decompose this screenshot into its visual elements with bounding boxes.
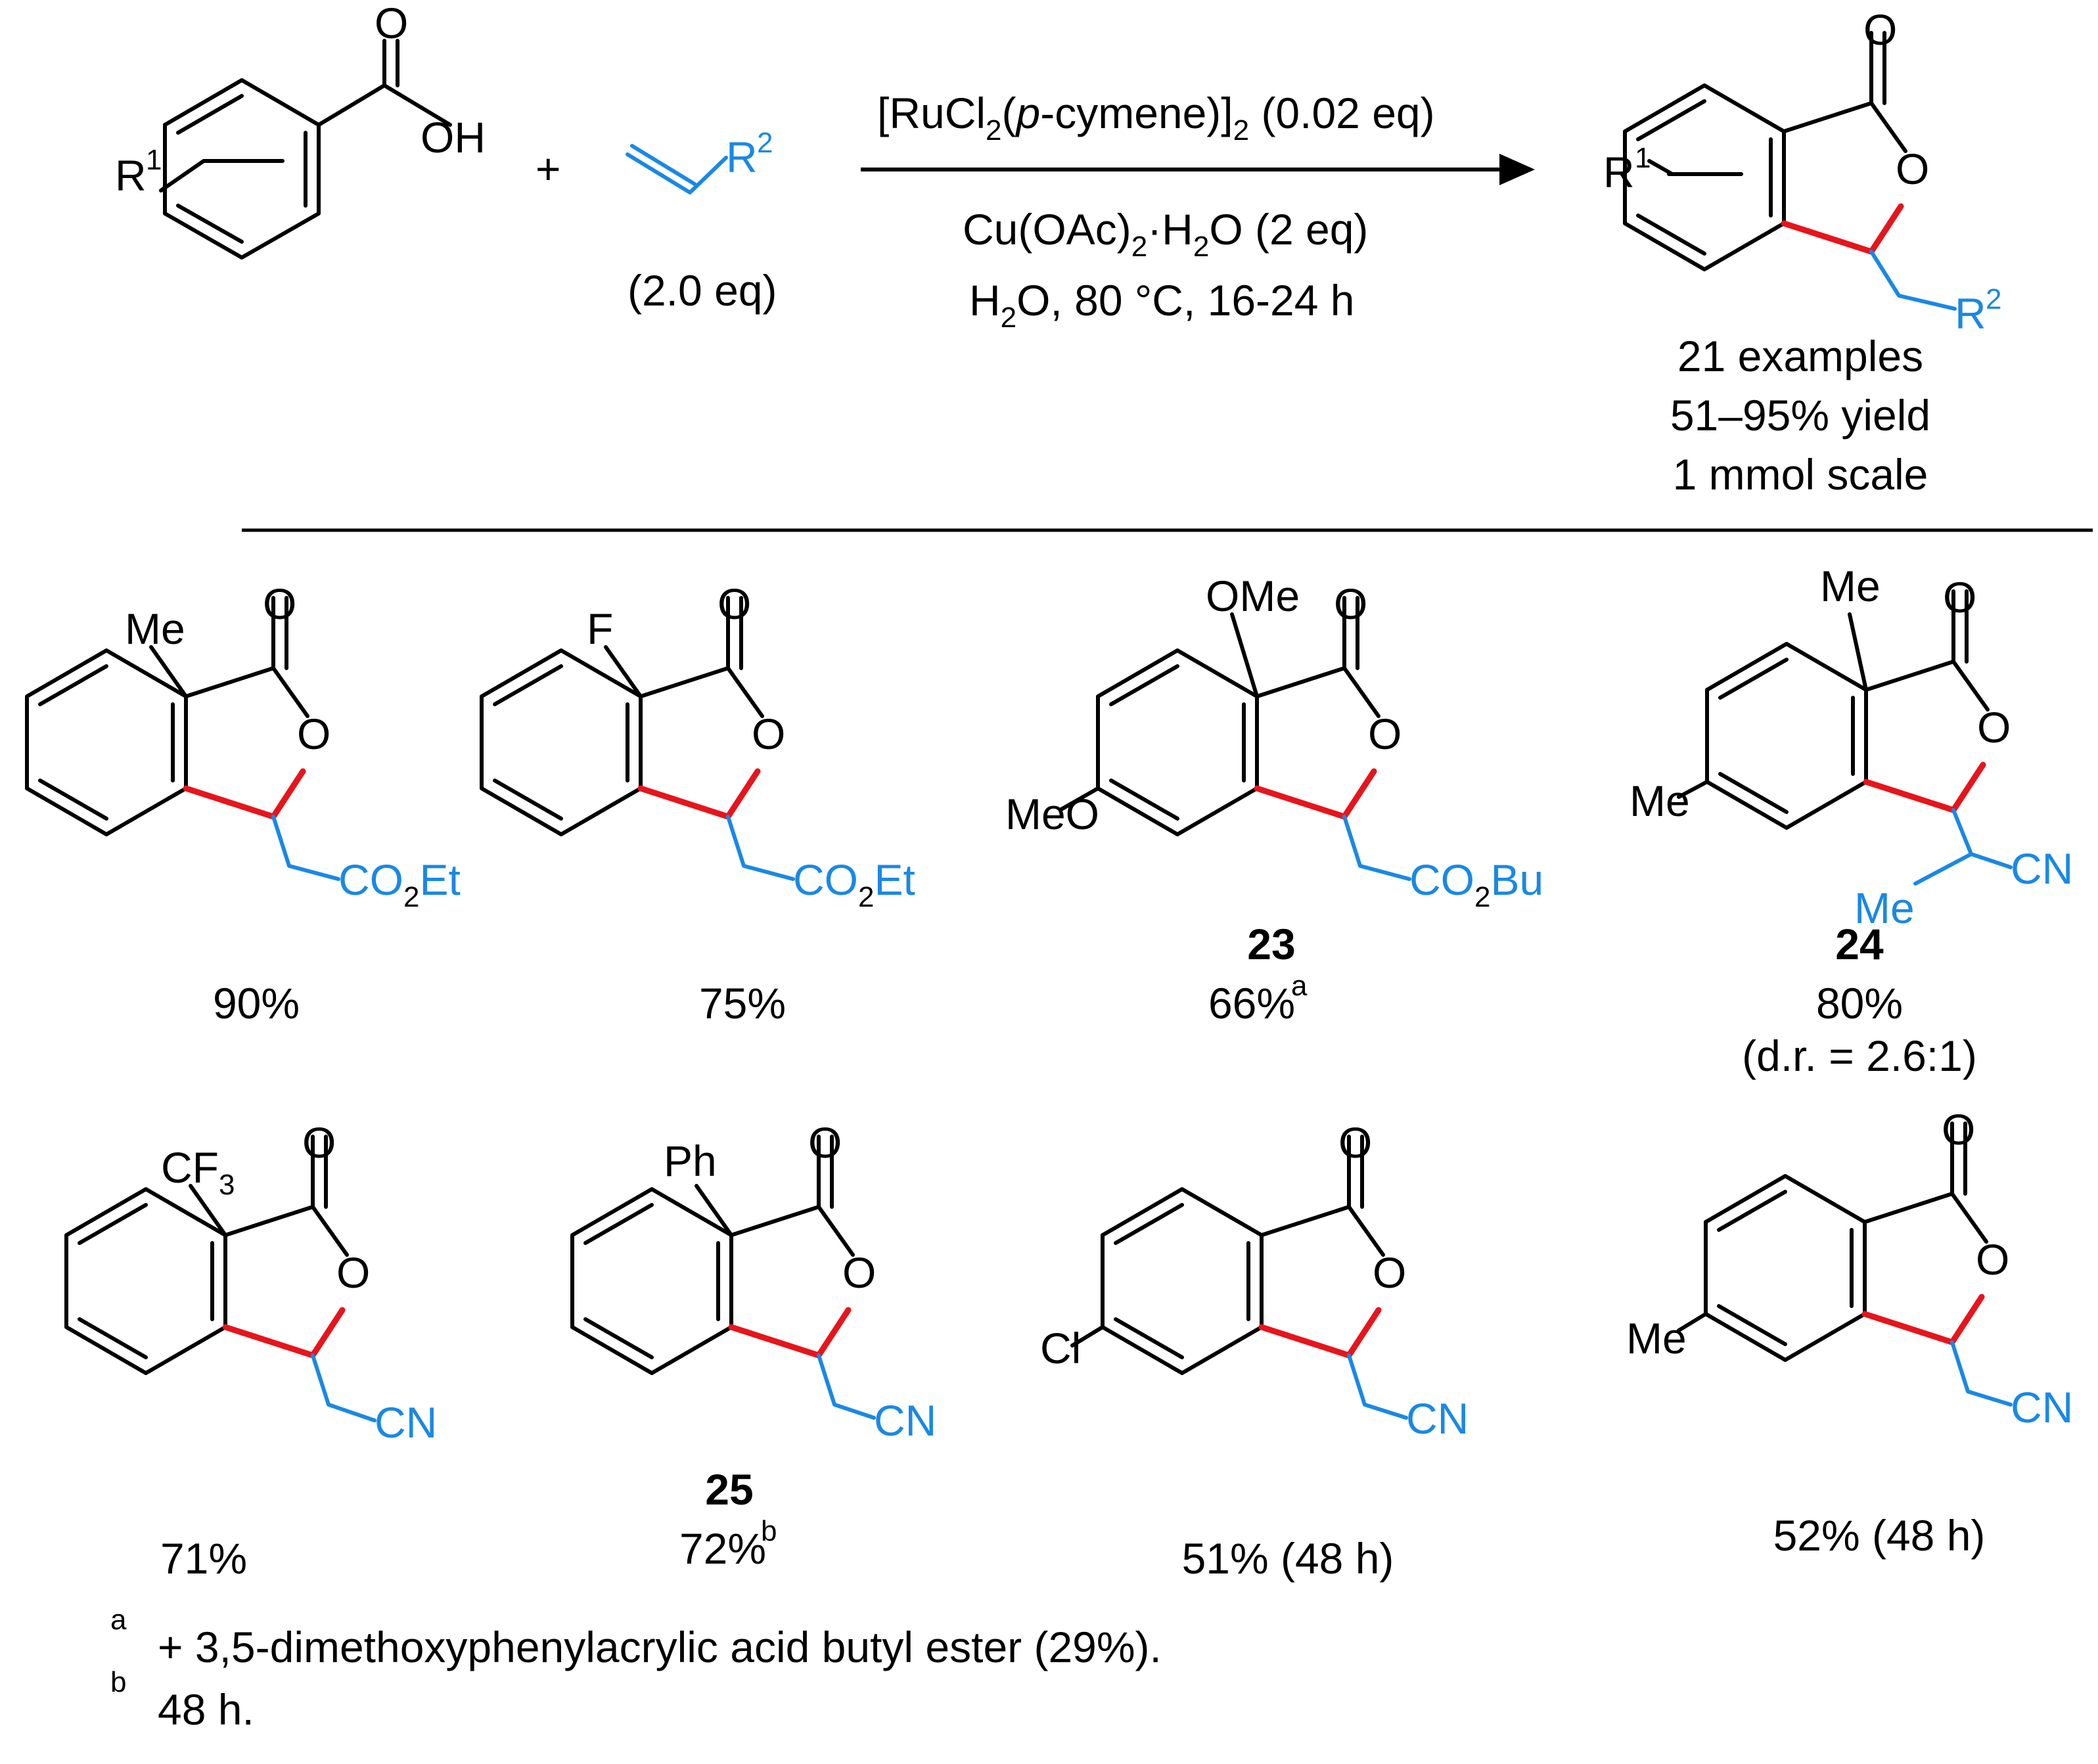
product-8-carbonyl-o: O: [1942, 1105, 1975, 1154]
product-23-structure: OMe MeO O O CO2Bu 23 66% a: [1005, 572, 1543, 1028]
product-23-footnote-mark: a: [1291, 970, 1308, 1002]
product-8-ring-o: O: [1976, 1235, 2009, 1284]
footnote-a-mark: a: [110, 1604, 127, 1636]
product-7-yield: 51% (48 h): [1182, 1534, 1394, 1583]
product-25-ring-o: O: [842, 1248, 876, 1297]
product-r2-sup: 2: [1986, 283, 2001, 315]
product-7-side-chain: CN: [1406, 1394, 1469, 1443]
product-23-side-chain: CO2Bu: [1409, 855, 1543, 913]
product-8-yield: 52% (48 h): [1773, 1511, 1986, 1560]
acid-r1-sup: 1: [146, 144, 162, 176]
product-23-number: 23: [1247, 920, 1295, 968]
solvent-text: H2O, 80 °C, 16-24 h: [969, 276, 1355, 334]
product-25-yield: 72%: [679, 1524, 766, 1573]
product-carbonyl-o: O: [1863, 5, 1897, 54]
product-1-side-chain: CO2Et: [338, 855, 461, 913]
product-5-yield: 71%: [160, 1534, 247, 1583]
product-5-substituent: CF3: [161, 1143, 235, 1201]
product-1-structure: Me O O CO2Et 90%: [27, 579, 461, 1028]
product-24-me-top: Me: [1820, 562, 1881, 610]
product-24-cn: CN: [2011, 844, 2073, 893]
product-5-carbonyl-o: O: [302, 1118, 336, 1167]
product-25-side-chain: CN: [874, 1396, 936, 1445]
product-7-substituent: Cl: [1040, 1324, 1081, 1372]
product-2-carbonyl-o: O: [718, 579, 751, 628]
acid-carbonyl-o: O: [375, 0, 408, 47]
product-2-ring-o: O: [752, 710, 785, 758]
product-8-side-chain: CN: [2011, 1383, 2073, 1432]
product-25-number: 25: [705, 1465, 753, 1514]
product-1-substituent: Me: [125, 604, 185, 653]
product-8-structure: Me O O CN 52% (48 h): [1626, 1105, 2073, 1560]
product-25-structure: Ph O O CN 25 72% b: [572, 1118, 936, 1573]
product-24-ring-o: O: [1977, 703, 2011, 752]
summary-yield-range: 51–95% yield: [1670, 391, 1930, 440]
product-r1-label: R: [1603, 148, 1635, 196]
product-5-side-chain: CN: [375, 1398, 437, 1447]
product-ring-o: O: [1896, 145, 1929, 193]
product-7-ring-o: O: [1373, 1248, 1406, 1297]
product-1-yield: 90%: [213, 979, 300, 1028]
alkene-structure: R 2 (2.0 eq): [626, 127, 777, 315]
product-5-structure: CF3 O O CN 71%: [66, 1118, 437, 1583]
product-23-ring-o: O: [1368, 710, 1402, 758]
product-1-carbonyl-o: O: [263, 579, 296, 628]
benzoic-acid-structure: O OH R 1: [115, 0, 486, 260]
footnote-b-mark: b: [110, 1666, 126, 1698]
product-r1-sup: 1: [1635, 142, 1651, 174]
footnotes: a + 3,5-dimethoxyphenylacrylic acid buty…: [110, 1604, 1162, 1734]
product-7-structure: Cl O O CN 51% (48 h): [1040, 1118, 1469, 1583]
product-25-substituent: Ph: [664, 1137, 717, 1185]
product-1-ring-o: O: [297, 710, 331, 758]
oxidant-text: Cu(OAc)2·H2O (2 eq): [963, 205, 1368, 263]
product-23-ome-top: OMe: [1206, 572, 1300, 620]
product-8-substituent: Me: [1626, 1314, 1687, 1363]
alkene-r2-sup: 2: [757, 127, 773, 159]
product-2-yield: 75%: [699, 979, 786, 1028]
catalyst-text: [RuCl2(p-cymene)]2 (0.02 eq): [877, 89, 1435, 147]
product-24-structure: Me Me O O CN Me 24 80% (d.r. = 2.6:1): [1630, 562, 2073, 1080]
product-24-yield: 80%: [1816, 979, 1903, 1028]
product-24-number: 24: [1835, 920, 1884, 968]
product-24-me-left: Me: [1630, 777, 1690, 825]
summary-examples: 21 examples: [1677, 332, 1923, 380]
product-25-carbonyl-o: O: [808, 1118, 842, 1167]
product-7-carbonyl-o: O: [1338, 1118, 1372, 1167]
footnote-a-text: + 3,5-dimethoxyphenylacrylic acid butyl …: [158, 1623, 1162, 1671]
product-23-meo-left: MeO: [1005, 790, 1099, 838]
product-23-carbonyl-o: O: [1334, 579, 1367, 628]
plus-sign: +: [536, 145, 561, 193]
footnote-b-text: 48 h.: [158, 1685, 254, 1734]
reaction-conditions: [RuCl2(p-cymene)]2 (0.02 eq) Cu(OAc)2·H2…: [877, 89, 1435, 334]
summary-scale: 1 mmol scale: [1673, 450, 1928, 499]
alkene-r2-label: R: [726, 133, 758, 181]
product-24-dr: (d.r. = 2.6:1): [1742, 1031, 1977, 1080]
product-2-side-chain: CO2Et: [793, 855, 915, 913]
product-2-substituent: F: [587, 604, 613, 653]
acid-r1-label: R: [115, 151, 147, 200]
product-23-yield: 66%: [1208, 979, 1295, 1028]
product-24-side-me: Me: [1854, 884, 1915, 932]
product-2-structure: F O O CO2Et 75%: [482, 579, 915, 1028]
product-5-ring-o: O: [336, 1248, 370, 1297]
general-product-structure: O O R 1 R 2 21 examples 51–95% yield 1 m…: [1603, 5, 2001, 499]
acid-oh-label: OH: [421, 113, 486, 162]
product-25-footnote-mark: b: [761, 1515, 777, 1547]
product-r2-label: R: [1955, 289, 1986, 338]
product-24-carbonyl-o: O: [1943, 573, 1976, 622]
alkene-equiv: (2.0 eq): [627, 266, 777, 315]
